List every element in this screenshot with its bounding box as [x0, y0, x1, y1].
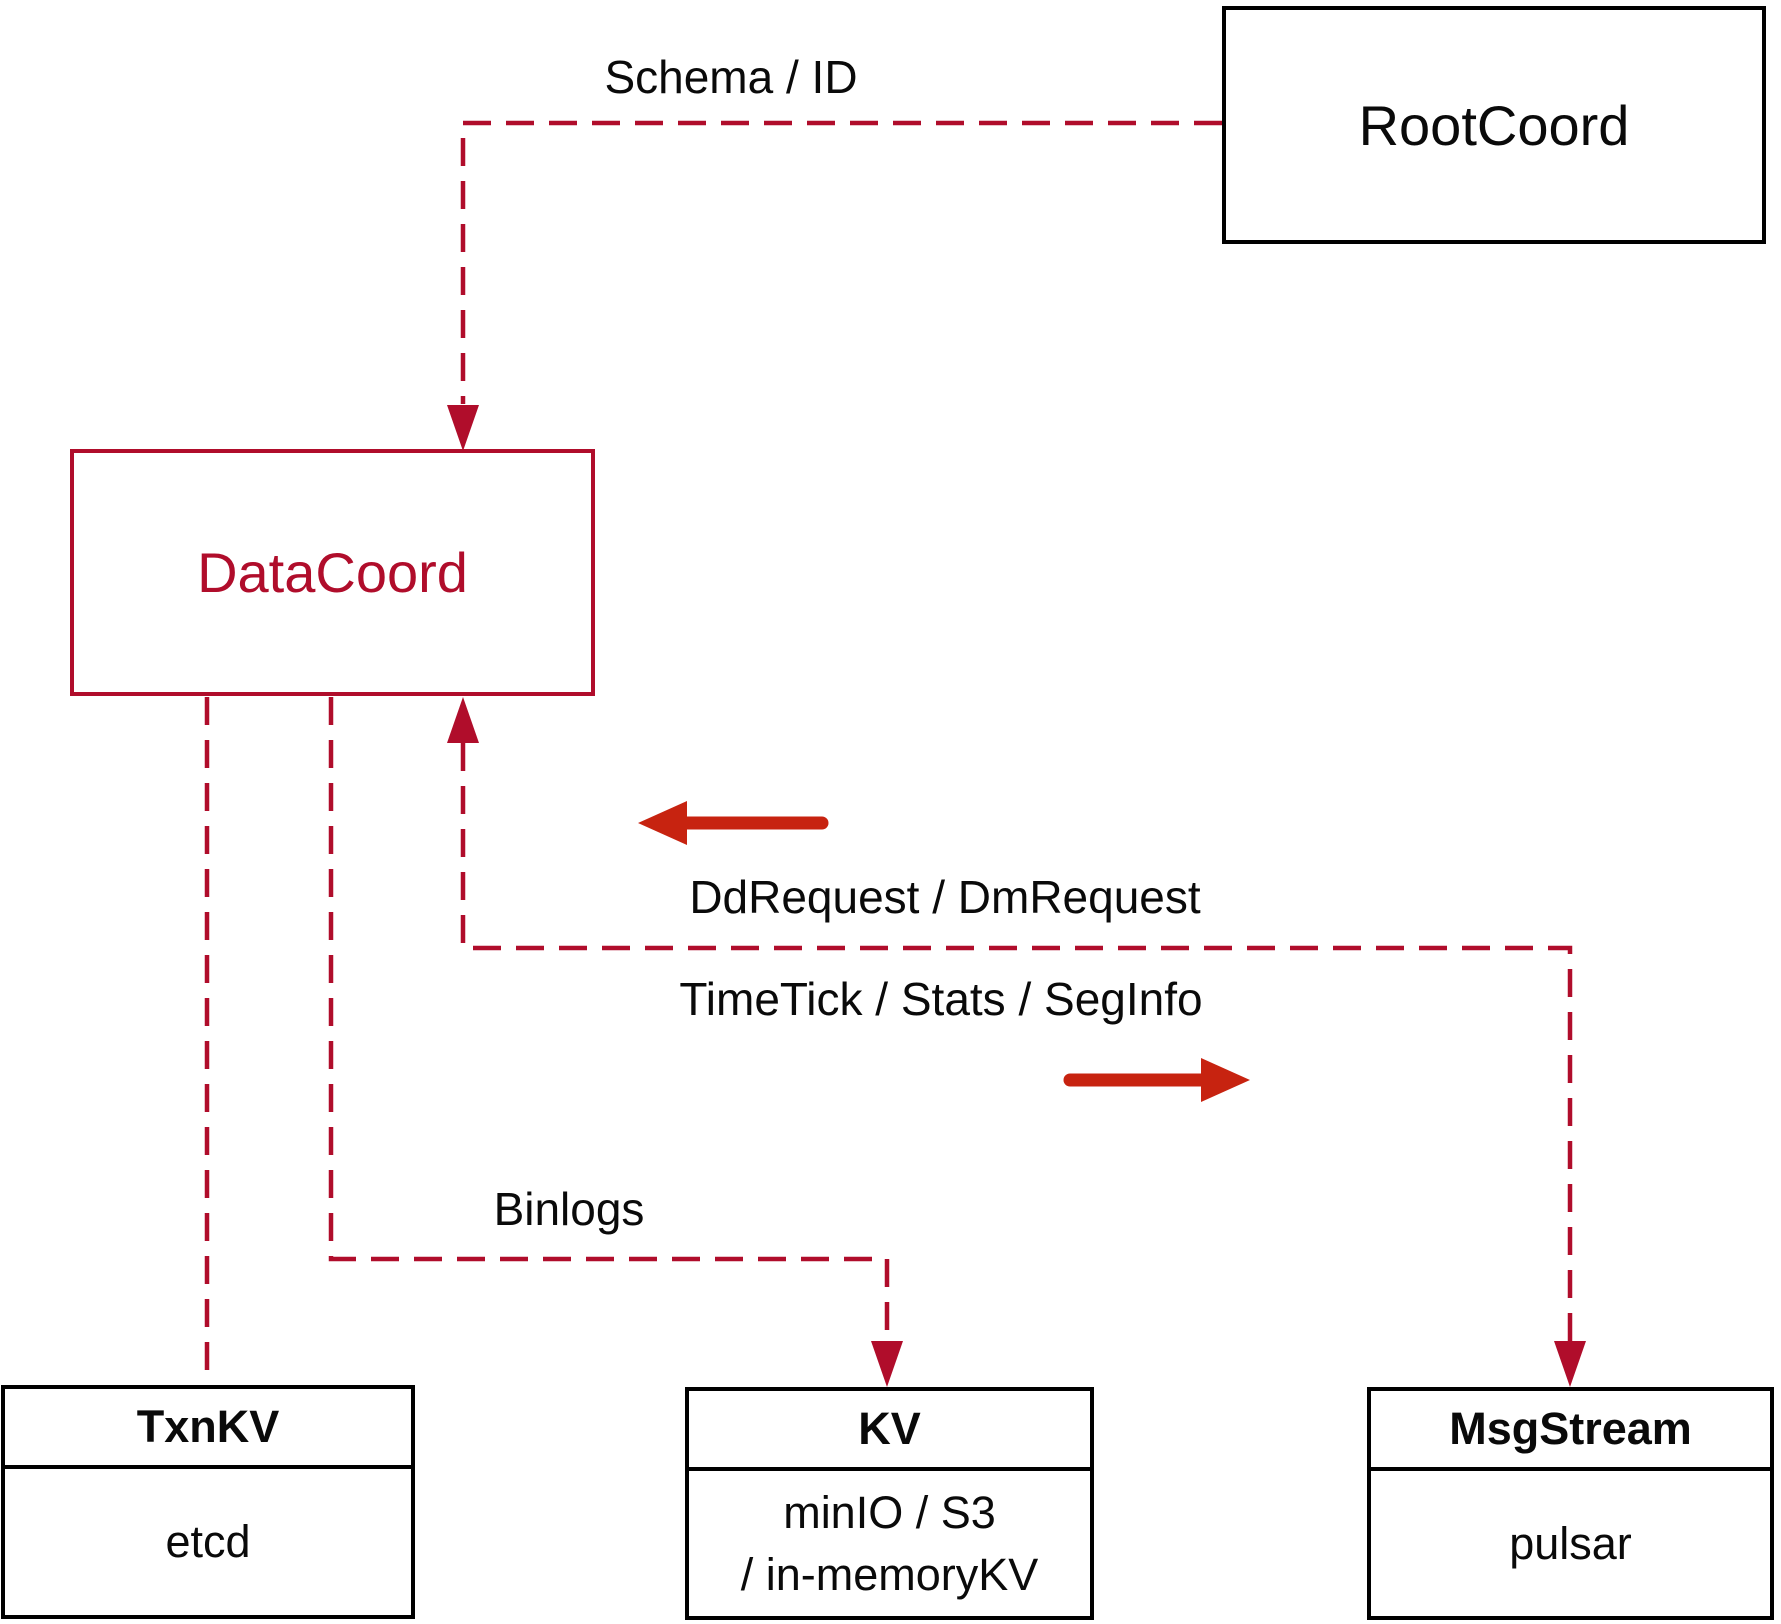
binlogs-edge: [328, 697, 890, 1342]
dd-dm-request-label: DdRequest / DmRequest: [689, 871, 1201, 923]
txnkv-node: TxnKV etcd: [1, 1385, 415, 1619]
rootcoord-node: RootCoord: [1222, 6, 1766, 244]
binlogs-label: Binlogs: [493, 1183, 645, 1235]
msgstream-title: MsgStream: [1371, 1391, 1770, 1471]
datacoord-msgstream-edge: [460, 743, 1573, 1342]
datacoord-node: DataCoord: [70, 449, 595, 696]
txnkv-title: TxnKV: [5, 1389, 411, 1469]
right-direction-arrowhead: [1201, 1058, 1250, 1102]
timetick-stats-seginfo-label: TimeTick / Stats / SegInfo: [679, 973, 1203, 1025]
schema-id-arrowhead: [447, 405, 479, 451]
schema-id-edge: [460, 120, 1222, 404]
left-direction-arrowhead: [638, 801, 687, 845]
msgstream-down-arrowhead: [1554, 1341, 1586, 1387]
rootcoord-label: RootCoord: [1358, 93, 1630, 157]
kv-body-line1: minIO / S3: [783, 1486, 996, 1538]
datacoord-label: DataCoord: [197, 541, 468, 604]
msgstream-node: MsgStream pulsar: [1367, 1387, 1774, 1620]
kv-body-line2: / in-memoryKV: [740, 1548, 1039, 1600]
txnkv-body: etcd: [165, 1516, 251, 1567]
msgstream-body: pulsar: [1509, 1517, 1632, 1569]
kv-down-arrowhead: [871, 1341, 903, 1387]
datacoord-up-arrowhead: [447, 697, 479, 743]
schema-id-label: Schema / ID: [604, 51, 858, 103]
kv-title: KV: [689, 1391, 1090, 1471]
kv-node: KV minIO / S3 / in-memoryKV: [685, 1387, 1094, 1620]
